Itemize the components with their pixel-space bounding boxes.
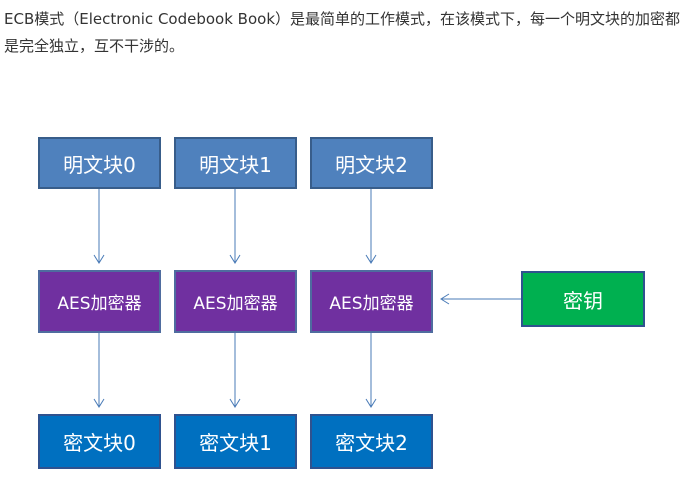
intro-text: ECB模式（Electronic Codebook Book）是最简单的工作模式… <box>4 10 681 55</box>
key-block: 密钥 <box>521 271 645 327</box>
ciphertext-block-2: 密文块2 <box>310 414 433 469</box>
ciphertext-block-1: 密文块1 <box>174 414 297 469</box>
plaintext-block-2: 明文块2 <box>310 137 433 189</box>
plaintext-block-0: 明文块0 <box>38 137 161 189</box>
aes-encryptor-0: AES加密器 <box>38 270 161 333</box>
aes-encryptor-2: AES加密器 <box>310 270 433 333</box>
aes-encryptor-1: AES加密器 <box>174 270 297 333</box>
plaintext-block-1: 明文块1 <box>174 137 297 189</box>
ciphertext-block-0: 密文块0 <box>38 414 161 469</box>
